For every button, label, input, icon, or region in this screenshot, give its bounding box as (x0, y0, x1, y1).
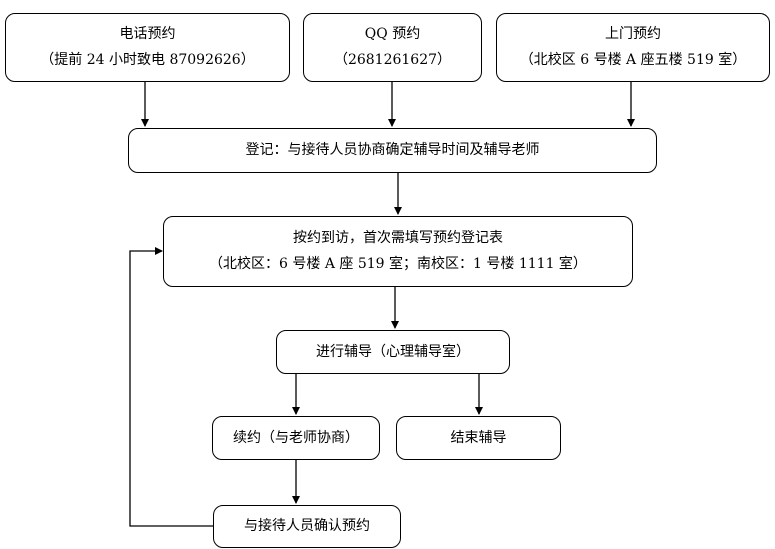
visit-appointment-detail: （北校区 6 号楼 A 座五楼 519 室） (519, 52, 747, 68)
confirm-text: 与接待人员确认预约 (244, 518, 370, 535)
confirm-box: 与接待人员确认预约 (213, 505, 401, 548)
counsel-box: 进行辅导（心理辅导室） (276, 330, 510, 374)
end-text: 结束辅导 (450, 429, 507, 446)
qq-appointment-detail: （2681261627） (333, 52, 452, 68)
phone-appointment-box: 电话预约 （提前 24 小时致电 87092626） (5, 13, 290, 82)
register-text: 登记：与接待人员协商确定辅导时间及辅导老师 (245, 142, 540, 159)
qq-appointment-title: QQ 预约 (364, 26, 421, 43)
qq-appointment-box: QQ 预约 （2681261627） (303, 13, 482, 82)
continue-box: 续约（与老师协商） (212, 416, 380, 460)
arrive-box: 按约到访，首次需填写预约登记表 （北校区：6 号楼 A 座 519 室；南校区：… (163, 216, 633, 287)
counsel-text: 进行辅导（心理辅导室） (316, 343, 470, 360)
arrive-detail: （北校区：6 号楼 A 座 519 室；南校区：1 号楼 1111 室） (209, 256, 587, 272)
register-box: 登记：与接待人员协商确定辅导时间及辅导老师 (128, 128, 657, 173)
phone-appointment-title: 电话预约 (119, 26, 176, 43)
arrive-title: 按约到访，首次需填写预约登记表 (293, 230, 503, 247)
visit-appointment-title: 上门预约 (605, 26, 661, 43)
phone-appointment-detail: （提前 24 小时致电 87092626） (40, 52, 255, 68)
arrow-confirm-loop-to-arrive (129, 247, 213, 527)
continue-text: 续约（与老师协商） (233, 429, 359, 446)
visit-appointment-box: 上门预约 （北校区 6 号楼 A 座五楼 519 室） (496, 13, 770, 82)
end-box: 结束辅导 (396, 416, 561, 460)
